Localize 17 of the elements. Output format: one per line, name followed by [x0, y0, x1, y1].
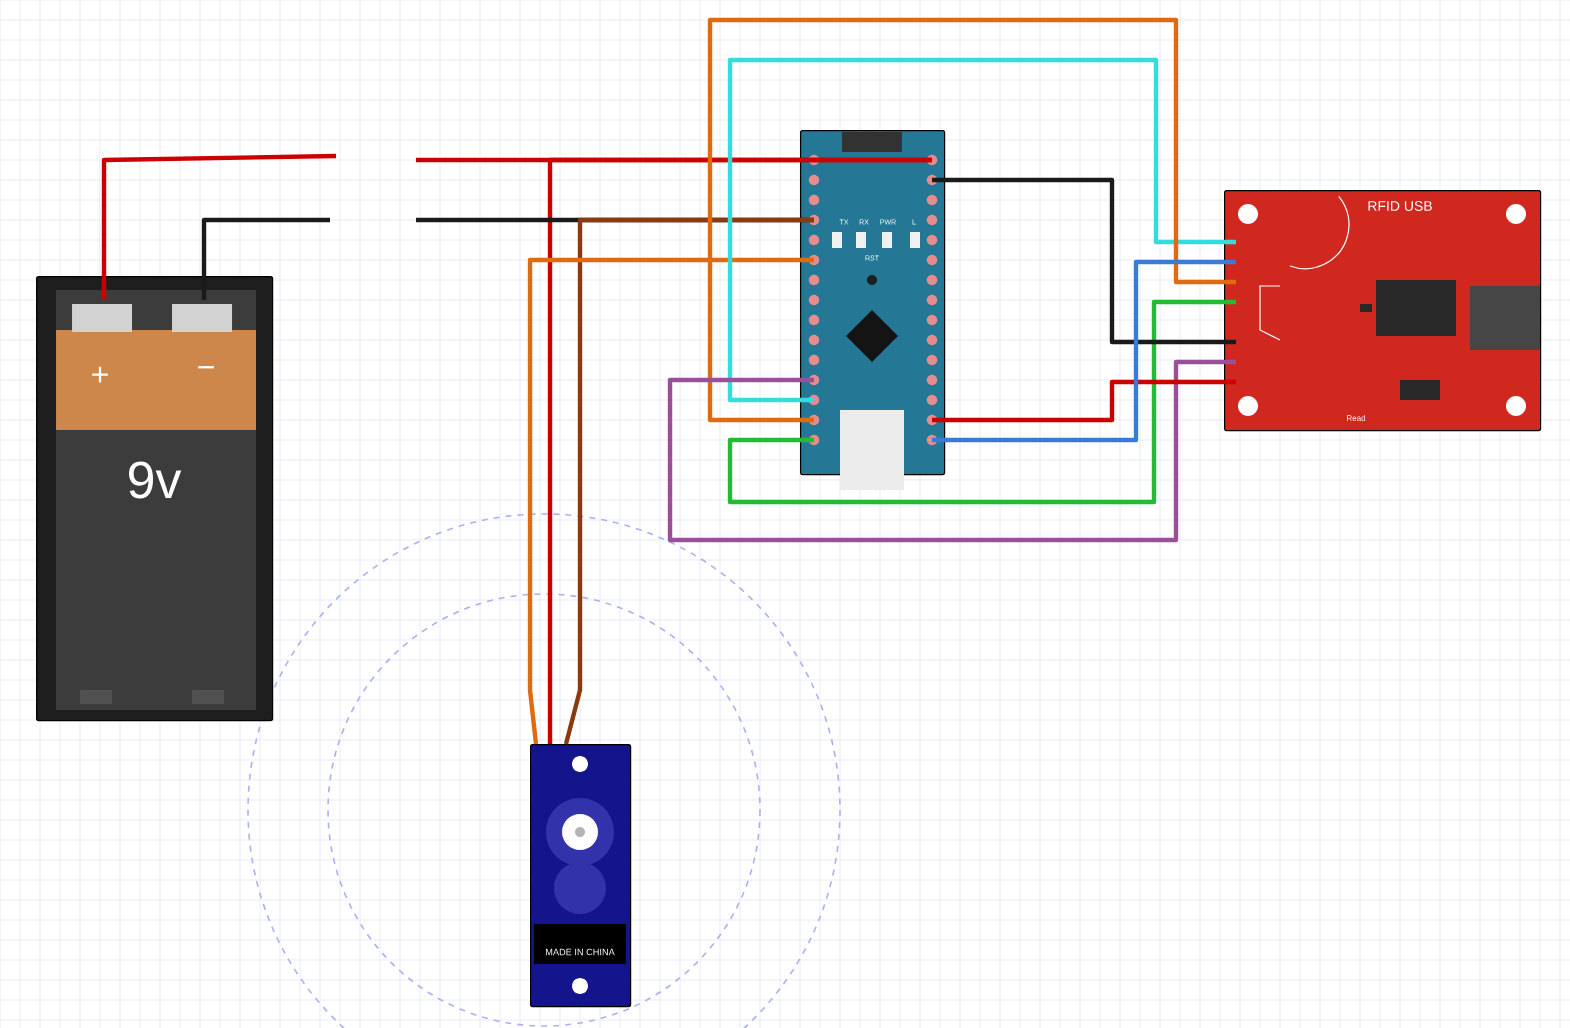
wire: [932, 177, 1236, 345]
wire: [707, 17, 1236, 423]
battery: [36, 276, 274, 722]
servo-motor: [530, 744, 632, 1008]
wire: [101, 153, 337, 300]
wire: [667, 359, 1236, 543]
wire: [727, 299, 1236, 505]
wire: [563, 217, 814, 745]
wire: [932, 259, 1236, 443]
wire: [727, 57, 1236, 403]
wire: [201, 217, 330, 300]
minus-sign: −: [198, 366, 214, 369]
wire: [527, 257, 814, 745]
wire: [547, 157, 932, 744]
wire: [932, 379, 1236, 423]
plus-sign: +: [92, 366, 108, 383]
voltage-label: 9v: [129, 461, 182, 499]
